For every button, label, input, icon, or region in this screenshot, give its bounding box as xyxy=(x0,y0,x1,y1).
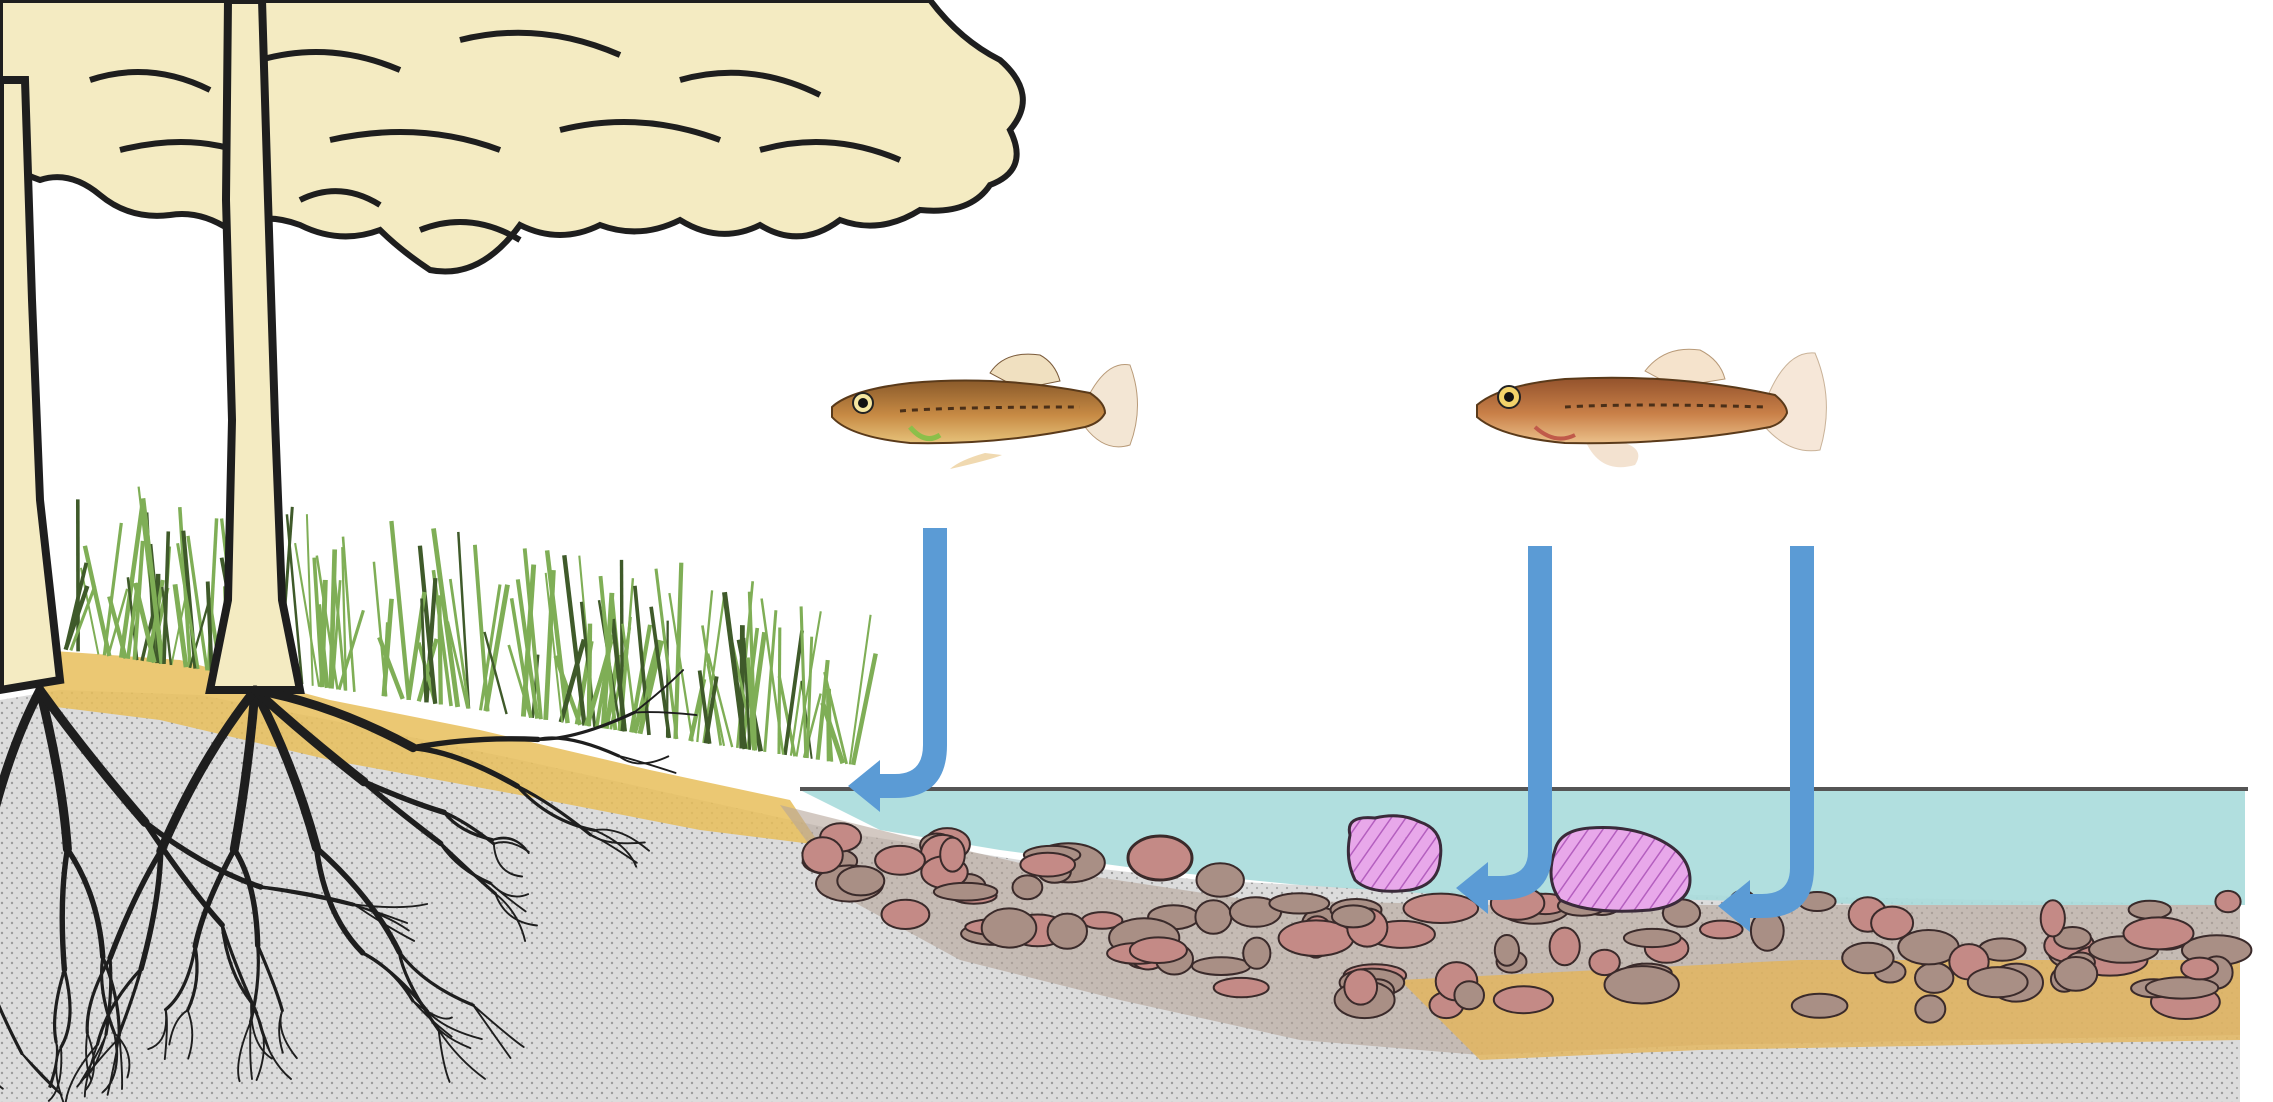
pebble xyxy=(1700,921,1743,939)
pebble xyxy=(1494,986,1553,1013)
pebble xyxy=(2124,917,2194,949)
submerged-pink-rock-left xyxy=(1348,816,1441,892)
pebble xyxy=(802,837,842,873)
pebble xyxy=(2041,900,2065,936)
pebble xyxy=(1871,907,1913,940)
pebble xyxy=(1915,963,1953,993)
pebble xyxy=(1192,957,1250,975)
pebble xyxy=(1197,863,1244,896)
pebble xyxy=(1792,994,1848,1018)
grass-blade xyxy=(475,545,488,712)
pebble xyxy=(1128,836,1192,880)
pebble xyxy=(2055,957,2098,991)
tree-canopy xyxy=(0,0,1023,272)
pebble xyxy=(1214,978,1269,997)
pebble xyxy=(1842,943,1893,974)
fish-left xyxy=(832,354,1138,469)
pebble xyxy=(1605,966,1679,1003)
pebble xyxy=(1495,935,1519,966)
grass-blade xyxy=(434,528,458,707)
pebble xyxy=(1243,938,1270,969)
pebble xyxy=(1013,875,1043,899)
grass-blade xyxy=(589,624,590,727)
pebble xyxy=(1344,969,1377,1004)
pebble xyxy=(1332,905,1375,927)
pebble xyxy=(837,866,884,895)
pebble xyxy=(882,900,930,929)
pebble xyxy=(2129,901,2171,919)
pebble xyxy=(1968,967,2028,997)
pebble xyxy=(1624,929,1681,947)
pebble xyxy=(1269,893,1329,913)
pebble xyxy=(875,846,925,875)
pebble xyxy=(1195,900,1231,934)
fish-icon xyxy=(832,354,1138,469)
grass-blade xyxy=(307,514,313,686)
pebble xyxy=(934,883,997,901)
pebble xyxy=(1020,853,1075,877)
pebble xyxy=(940,838,965,872)
grass-blade xyxy=(322,580,326,687)
pebble xyxy=(1130,937,1187,963)
grass-blade xyxy=(829,689,830,762)
pebble xyxy=(1550,928,1580,966)
pebble xyxy=(1454,981,1484,1009)
pebble xyxy=(2181,958,2218,980)
pebble xyxy=(1915,995,1945,1022)
fish-icon xyxy=(1477,349,1826,467)
pebble xyxy=(2215,891,2240,912)
pebble xyxy=(1404,894,1479,923)
pebble xyxy=(982,908,1037,947)
fish-right xyxy=(1477,349,1826,467)
pebble xyxy=(2146,977,2218,998)
grass-blade xyxy=(439,595,441,704)
pebble xyxy=(1048,914,1087,949)
